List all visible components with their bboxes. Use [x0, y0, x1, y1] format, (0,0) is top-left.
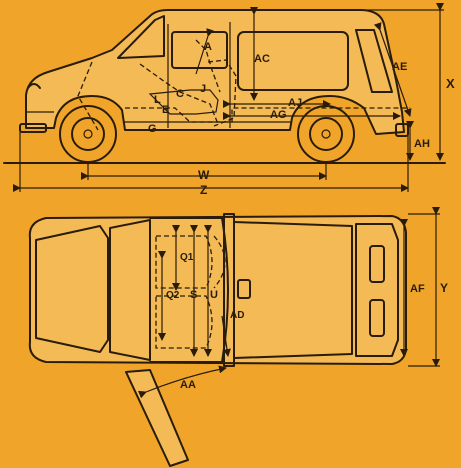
driver-back-dashed — [195, 39, 221, 93]
label-j: J — [200, 83, 206, 95]
label-u: U — [210, 289, 218, 301]
label-ag: AG — [270, 109, 287, 121]
handbrake — [237, 279, 251, 299]
rear-wheelarch-right — [369, 299, 385, 337]
dim-ad-line — [221, 315, 231, 357]
label-ac: AC — [254, 53, 270, 65]
label-z: Z — [200, 183, 207, 197]
label-x: X — [446, 76, 455, 91]
front-door-window — [171, 31, 228, 69]
label-ae: AE — [392, 61, 407, 73]
dimension-labels: X AE AC A J C L E G AJ AG AH W Z Q1 Q2 S… — [148, 41, 455, 391]
windscreen-window — [117, 15, 165, 59]
b-pillar — [223, 213, 235, 367]
headlight — [27, 83, 41, 89]
label-y: Y — [440, 281, 448, 295]
plan-windscreen — [109, 219, 151, 361]
label-ah: AH — [414, 138, 430, 150]
front-seat-dashed — [207, 59, 237, 127]
label-g: G — [148, 123, 157, 135]
seat-cushion — [148, 89, 219, 115]
rear-cabin-outline — [233, 221, 353, 359]
label-w: W — [198, 168, 210, 182]
dim-aa-arc — [138, 365, 227, 399]
open-door — [125, 369, 189, 467]
label-aj: AJ — [288, 97, 302, 109]
side-view — [3, 3, 446, 192]
front-bumper — [19, 123, 47, 133]
label-a: A — [204, 41, 212, 53]
bulkhead-dashed — [77, 61, 99, 131]
driver-leg-dashed — [139, 63, 219, 125]
label-s: S — [190, 289, 197, 301]
label-c: C — [176, 88, 184, 100]
front-wheel — [59, 105, 117, 163]
label-q2: Q2 — [166, 290, 180, 301]
floor-dashed — [125, 107, 410, 123]
dim-a-line — [195, 28, 214, 75]
label-ad: AD — [230, 310, 244, 321]
steering-dashed — [213, 235, 226, 289]
bonnet-outline — [35, 225, 109, 353]
label-q1: Q1 — [180, 252, 194, 263]
rear-wheel — [297, 105, 355, 163]
label-l: L — [154, 94, 161, 106]
label-aa: AA — [180, 379, 196, 391]
rear-load-area — [355, 223, 399, 357]
rear-wheelarch-left — [369, 245, 385, 283]
rear-side-window — [237, 31, 349, 91]
label-af: AF — [410, 283, 425, 295]
dim-ae-line — [373, 22, 412, 117]
label-e: E — [162, 104, 169, 116]
side-body-outline — [25, 9, 405, 135]
plan-view — [28, 207, 440, 467]
